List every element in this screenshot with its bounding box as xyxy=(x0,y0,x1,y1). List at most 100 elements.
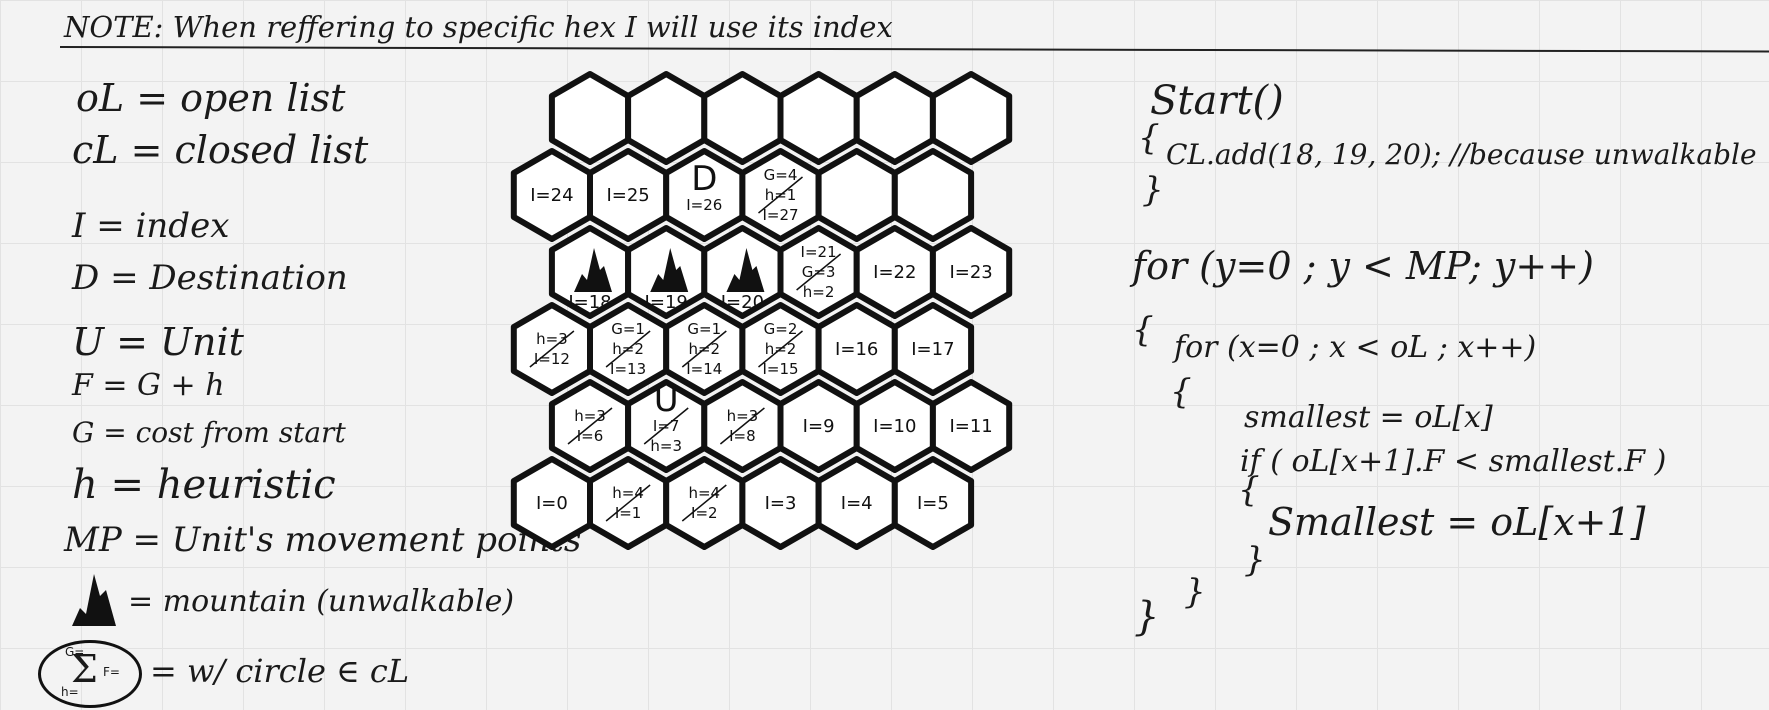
strike-mark xyxy=(567,407,613,445)
strike-mark xyxy=(681,484,727,522)
hex-cell xyxy=(548,71,632,165)
hex-label: I=17 xyxy=(911,339,954,360)
hex-label: D xyxy=(691,159,717,199)
hex-outline xyxy=(777,71,860,165)
code-for-y: for (y=0 ; y < MP; y++) xyxy=(1132,244,1594,288)
code-brace-close-1: } xyxy=(1142,170,1164,210)
hex-outline xyxy=(510,148,593,242)
note-heading: NOTE: When reffering to specific hex I w… xyxy=(64,10,893,44)
hex-label: I=4 xyxy=(841,493,873,514)
hex-cell xyxy=(853,71,936,165)
hex-label: U xyxy=(654,380,679,420)
hex-cell: I=3 xyxy=(739,456,822,550)
hex-label: I=11 xyxy=(949,416,992,437)
strike-mark xyxy=(758,330,803,368)
strike-mark xyxy=(529,330,575,368)
hex-label: h=2 xyxy=(765,340,797,358)
hex-cell xyxy=(701,71,784,165)
hex-outline xyxy=(625,225,708,319)
hex-outline xyxy=(853,379,936,473)
hex-outline xyxy=(891,302,975,396)
hex-label: I=22 xyxy=(873,262,916,283)
hex-cell: h=3I=12 xyxy=(510,302,593,396)
legend-f-formula: F = G + h xyxy=(72,368,225,403)
hex-cell: h=4I=2 xyxy=(663,456,746,550)
note-underline xyxy=(59,46,1769,53)
strike-mark xyxy=(719,407,765,445)
legend-open-list: oL = open list xyxy=(76,76,346,120)
hex-label: I=26 xyxy=(686,196,722,214)
hex-cell xyxy=(891,148,975,242)
hex-cell: I=21G=3h=2 xyxy=(777,225,860,319)
hex-label: I=16 xyxy=(835,339,878,360)
legend-heuristic: h = heuristic xyxy=(72,462,336,508)
hex-cell: I=24 xyxy=(510,148,593,242)
code-brace-open-3: { xyxy=(1170,372,1192,412)
hex-outline xyxy=(663,302,746,396)
hex-outline xyxy=(929,379,1013,473)
hex-label: I=6 xyxy=(577,427,604,445)
hex-label: I=21 xyxy=(801,243,837,261)
hex-cell: I=20 xyxy=(701,225,784,319)
hex-outline xyxy=(739,302,822,396)
hex-cell: DI=26 xyxy=(663,148,746,242)
hex-label: I=7 xyxy=(653,417,680,435)
hex-outline xyxy=(891,456,975,550)
hex-cell: h=3I=6 xyxy=(548,379,632,473)
hex-outline xyxy=(777,225,860,319)
strike-mark xyxy=(681,330,727,368)
hex-outline xyxy=(510,302,593,396)
hex-label: I=2 xyxy=(691,504,718,522)
hex-label: I=5 xyxy=(917,493,949,514)
mountain-icon xyxy=(726,248,765,292)
code-brace-close-4: } xyxy=(1244,540,1266,580)
circle-h-label: h= xyxy=(61,685,79,699)
mountain-icon xyxy=(650,248,689,292)
hex-label: I=13 xyxy=(610,360,646,378)
strike-mark xyxy=(605,484,651,522)
code-if-line: if ( oL[x+1].F < smallest.F ) xyxy=(1240,444,1667,479)
hex-label: I=27 xyxy=(762,206,798,224)
hex-label: h=3 xyxy=(574,407,606,425)
hex-label: G=1 xyxy=(611,320,645,338)
legend-movement-points: MP = Unit's movement points xyxy=(64,520,582,560)
hex-label: I=3 xyxy=(765,493,797,514)
hex-outline xyxy=(929,71,1013,165)
closed-list-circle-icon: G= Σ F= h= xyxy=(38,640,142,708)
hex-cell: I=4 xyxy=(815,456,898,550)
hex-outline xyxy=(929,225,1013,319)
hex-label: I=20 xyxy=(721,292,764,313)
legend-circle: = w/ circle ∈ cL xyxy=(150,652,410,690)
hex-cell: G=1h=2I=14 xyxy=(663,302,746,396)
hex-outline xyxy=(815,302,898,396)
hex-label: h=4 xyxy=(688,484,720,502)
hex-cell xyxy=(929,71,1013,165)
hex-cell: I=23 xyxy=(929,225,1013,319)
hex-outline xyxy=(815,456,898,550)
code-smallest-assign: smallest = oL[x] xyxy=(1244,400,1493,435)
hex-outline xyxy=(548,379,632,473)
mountain-legend-icon xyxy=(72,574,116,626)
hex-outline xyxy=(587,148,670,242)
hex-outline xyxy=(548,71,632,165)
code-brace-close-2: } xyxy=(1134,594,1160,640)
hex-outline xyxy=(853,71,936,165)
hex-label: I=14 xyxy=(686,360,722,378)
hex-cell: G=1h=2I=13 xyxy=(587,302,670,396)
circle-g-label: G= xyxy=(65,645,85,659)
hex-label: G=4 xyxy=(764,166,798,184)
legend-mountain: = mountain (unwalkable) xyxy=(128,584,515,619)
legend-destination: D = Destination xyxy=(72,258,348,298)
hex-outline xyxy=(815,148,898,242)
hex-outline xyxy=(701,225,784,319)
hex-outline xyxy=(891,148,975,242)
hex-cell: UI=7h=3 xyxy=(625,379,708,473)
code-brace-close-3: } xyxy=(1184,572,1206,612)
code-cl-add: CL.add(18, 19, 20); //because unwalkable xyxy=(1166,138,1757,171)
hex-cell: I=22 xyxy=(853,225,936,319)
hex-cell: I=10 xyxy=(853,379,936,473)
hex-label: h=3 xyxy=(727,407,759,425)
hex-cell xyxy=(777,71,860,165)
hex-label: h=2 xyxy=(803,283,835,301)
legend-closed-list: cL = closed list xyxy=(72,128,369,172)
